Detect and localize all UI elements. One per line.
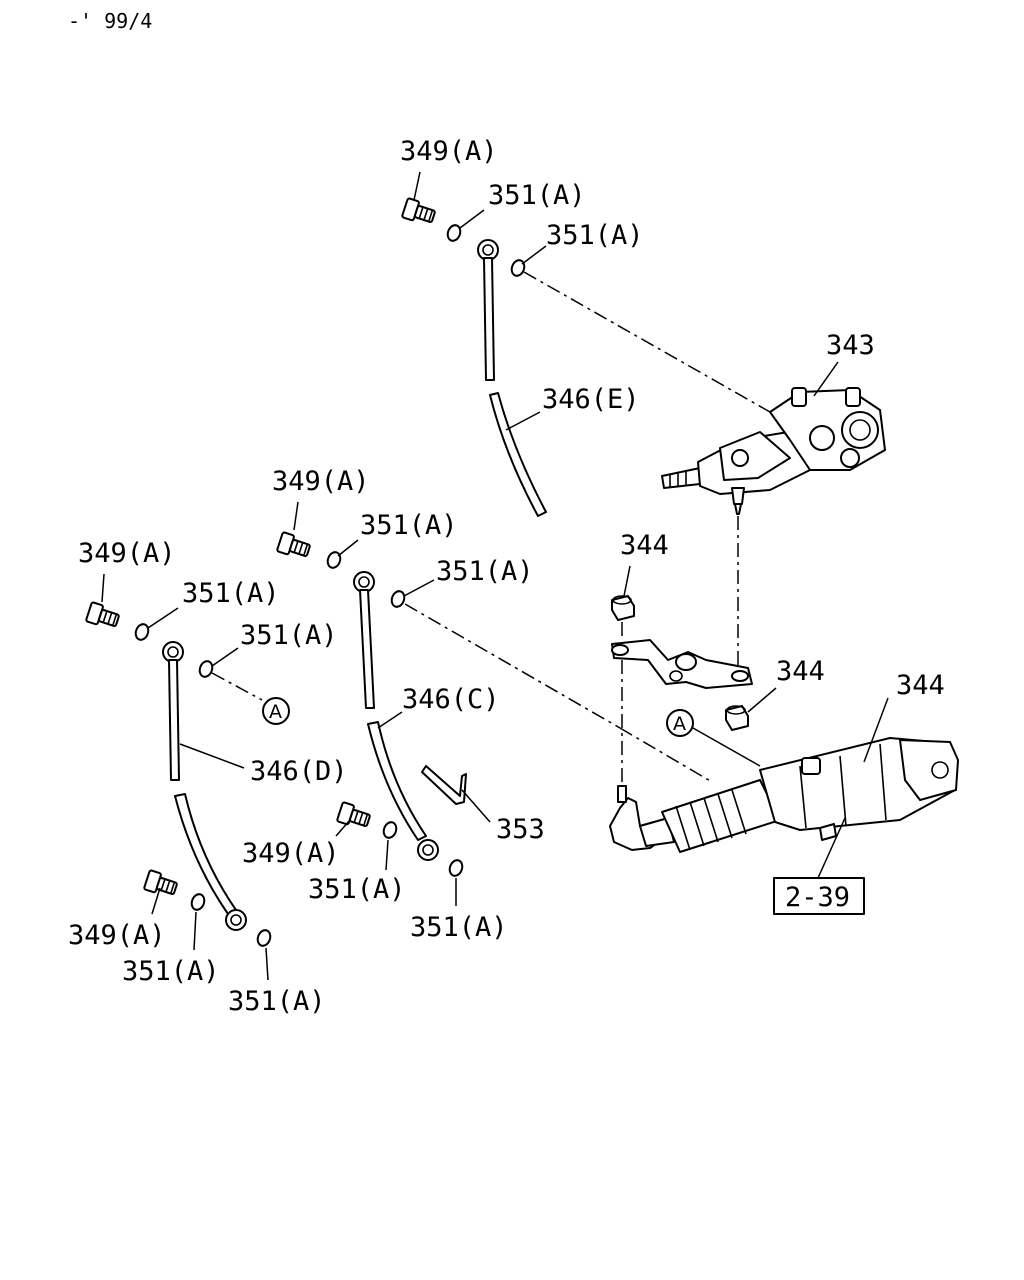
sealing-washer-icon bbox=[134, 623, 150, 641]
sealing-washer-icon bbox=[198, 660, 214, 678]
ref-box-label: 2-39 bbox=[785, 882, 850, 913]
date-code: -' 99/4 bbox=[68, 9, 152, 33]
nut-icon bbox=[611, 595, 635, 621]
sealing-washer-icon bbox=[448, 859, 464, 877]
callout-344-b: 344 bbox=[776, 656, 825, 687]
callout-349-bottom: 349(A) bbox=[68, 920, 166, 951]
callout-351-mid1: 351(A) bbox=[360, 510, 458, 541]
sealing-washer-icon bbox=[510, 259, 526, 277]
banjo-bolt-icon bbox=[276, 531, 311, 557]
sealing-washer-icon bbox=[256, 929, 272, 947]
callout-353: 353 bbox=[496, 814, 545, 845]
guide-line bbox=[523, 271, 771, 413]
callout-351-left1: 351(A) bbox=[182, 578, 280, 609]
callout-351-low1: 351(A) bbox=[308, 874, 406, 905]
pipe-icon bbox=[353, 571, 439, 861]
sealing-washer-icon bbox=[190, 893, 206, 911]
reference-circle-label: A bbox=[673, 713, 686, 735]
nut-icon bbox=[725, 705, 749, 731]
callout-344-a: 344 bbox=[620, 530, 669, 561]
callout-346e: 346(E) bbox=[542, 384, 640, 415]
callout-346d: 346(D) bbox=[250, 756, 348, 787]
banjo-bolt-icon bbox=[85, 601, 120, 627]
cylinder-icon bbox=[609, 737, 959, 853]
pipe-icon bbox=[477, 239, 547, 517]
reference-circle-label: A bbox=[269, 701, 282, 723]
clip-icon bbox=[421, 765, 467, 805]
sealing-washer-icon bbox=[446, 224, 462, 242]
callout-344-c: 344 bbox=[896, 670, 945, 701]
callout-351-low2: 351(A) bbox=[410, 912, 508, 943]
sealing-washer-icon bbox=[326, 551, 342, 569]
callout-346c: 346(C) bbox=[402, 684, 500, 715]
leader-line bbox=[692, 727, 761, 767]
reference-box bbox=[773, 877, 865, 915]
callout-351-mid2: 351(A) bbox=[436, 556, 534, 587]
callout-351-bot1: 351(A) bbox=[122, 956, 220, 987]
callout-349-left: 349(A) bbox=[78, 538, 176, 569]
reference-circle bbox=[262, 697, 290, 725]
callout-351-left2: 351(A) bbox=[240, 620, 338, 651]
leader-line bbox=[817, 817, 846, 879]
callout-349-low: 349(A) bbox=[242, 838, 340, 869]
valve-body-icon bbox=[661, 387, 886, 515]
callout-349-mid: 349(A) bbox=[272, 466, 370, 497]
callout-351-top1: 351(A) bbox=[488, 180, 586, 211]
callout-351-bot2: 351(A) bbox=[228, 986, 326, 1017]
banjo-bolt-icon bbox=[401, 197, 436, 223]
callout-349-top: 349(A) bbox=[400, 136, 498, 167]
callout-343: 343 bbox=[826, 330, 875, 361]
banjo-bolt-icon bbox=[336, 801, 371, 827]
guide-line bbox=[211, 672, 263, 701]
lever-bracket-icon bbox=[611, 639, 753, 689]
sealing-washer-icon bbox=[382, 821, 398, 839]
reference-circle bbox=[666, 709, 694, 737]
guide-line bbox=[619, 727, 713, 783]
callout-351-top2: 351(A) bbox=[546, 220, 644, 251]
pipe-icon bbox=[162, 641, 247, 931]
leader-lines bbox=[101, 171, 889, 981]
banjo-bolt-icon bbox=[143, 869, 178, 895]
sealing-washer-icon bbox=[390, 590, 406, 608]
